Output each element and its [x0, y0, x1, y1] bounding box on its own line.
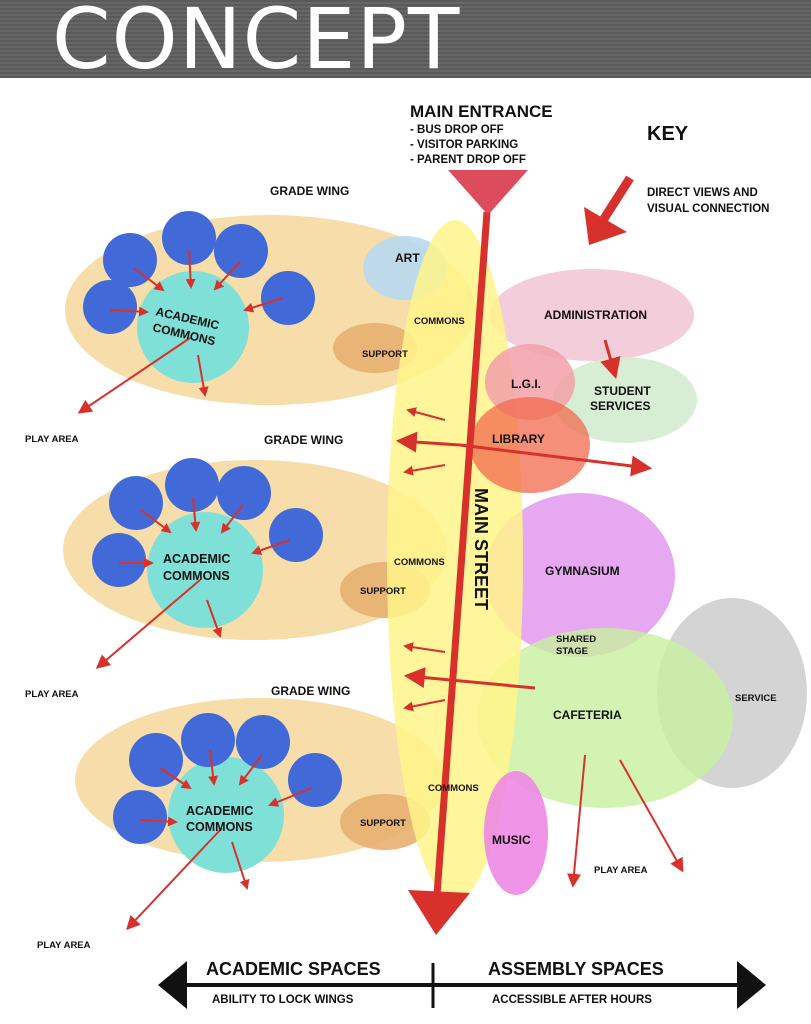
classroom — [288, 753, 342, 807]
classroom — [109, 476, 163, 530]
grade-wing-3 — [75, 698, 445, 873]
support-label: SUPPORT — [360, 586, 406, 597]
student-services-zone — [553, 357, 697, 443]
key-title: KEY — [647, 123, 689, 145]
support-label: SUPPORT — [360, 818, 406, 829]
academic-spaces-title: ACADEMIC SPACES — [206, 959, 381, 979]
administration-zone — [490, 269, 694, 361]
classroom — [83, 280, 137, 334]
commons-label: COMMONS — [394, 557, 445, 568]
left-arrowhead-icon — [158, 961, 187, 1009]
cafeteria-label: CAFETERIA — [553, 708, 622, 722]
commons-label: COMMONS — [428, 783, 479, 794]
classroom — [214, 224, 268, 278]
classroom — [269, 508, 323, 562]
support-room — [333, 323, 417, 373]
footer-spectrum: ACADEMIC SPACES ABILITY TO LOCK WINGS AS… — [158, 959, 766, 1009]
play-area-label: PLAY AREA — [25, 689, 79, 700]
key-text: VISUAL CONNECTION — [647, 203, 769, 215]
entrance-item: - PARENT DROP OFF — [410, 154, 526, 166]
entrance-title: MAIN ENTRANCE — [410, 102, 553, 121]
support-label: SUPPORT — [362, 349, 408, 360]
entrance-label: MAIN ENTRANCE - BUS DROP OFF - VISITOR P… — [410, 102, 553, 166]
classroom — [162, 211, 216, 265]
classroom — [236, 715, 290, 769]
key-text: DIRECT VIEWS AND — [647, 187, 758, 199]
art-label: ART — [395, 251, 420, 265]
classroom — [261, 271, 315, 325]
play-area-label: PLAY AREA — [37, 940, 91, 951]
key-arrow-icon — [584, 175, 634, 245]
classroom — [113, 790, 167, 844]
cafeteria-zone — [477, 628, 733, 808]
key-legend: KEY DIRECT VIEWS AND VISUAL CONNECTION — [647, 123, 769, 215]
grade-wing-1 — [65, 211, 475, 405]
academic-commons-label: COMMONS — [163, 569, 230, 583]
student-services-label: STUDENT — [594, 384, 651, 398]
assembly-spaces-title: ASSEMBLY SPACES — [488, 959, 664, 979]
main-street-arrow — [408, 211, 491, 935]
grade-wing-label: GRADE WING — [264, 433, 343, 447]
shared-stage-label: STAGE — [556, 646, 588, 657]
grade-wing-label: GRADE WING — [270, 184, 349, 198]
entrance-item: - BUS DROP OFF — [410, 124, 504, 136]
main-entrance-marker — [448, 170, 528, 215]
music-zone — [484, 771, 548, 895]
title-banner: CONCEPT — [0, 0, 811, 84]
classroom — [165, 458, 219, 512]
shared-stage-label: SHARED — [556, 634, 596, 645]
play-area-label: PLAY AREA — [25, 434, 79, 445]
page-title: CONCEPT — [52, 0, 461, 88]
academic-commons — [147, 512, 263, 628]
music-label: MUSIC — [492, 833, 531, 847]
library-label: LIBRARY — [492, 432, 545, 446]
gymnasium-zone — [485, 493, 675, 657]
grade-wing-label: GRADE WING — [271, 684, 350, 698]
academic-spaces-sub: ABILITY TO LOCK WINGS — [212, 994, 354, 1006]
view-arrows — [77, 249, 684, 931]
entrance-item: - VISITOR PARKING — [410, 139, 518, 151]
academic-commons-label: COMMONS — [186, 820, 253, 834]
support-room — [340, 794, 430, 850]
administration-label: ADMINISTRATION — [544, 308, 647, 322]
main-street-label: MAIN STREET — [471, 488, 491, 610]
library-zone — [470, 397, 590, 493]
play-area-label: PLAY AREA — [594, 865, 648, 876]
gymnasium-label: GYMNASIUM — [545, 564, 620, 578]
classroom — [181, 713, 235, 767]
student-services-label: SERVICES — [590, 399, 650, 413]
classroom — [92, 533, 146, 587]
classroom — [103, 233, 157, 287]
right-arrowhead-icon — [737, 961, 766, 1009]
academic-commons-label: ACADEMIC — [186, 804, 253, 818]
classroom — [217, 466, 271, 520]
commons-label: COMMONS — [414, 316, 465, 327]
assembly-spaces-sub: ACCESSIBLE AFTER HOURS — [492, 994, 652, 1006]
lgi-label: L.G.I. — [511, 377, 541, 391]
service-label: SERVICE — [735, 693, 777, 704]
academic-commons — [168, 757, 284, 873]
academic-commons-label: ACADEMIC — [163, 552, 230, 566]
